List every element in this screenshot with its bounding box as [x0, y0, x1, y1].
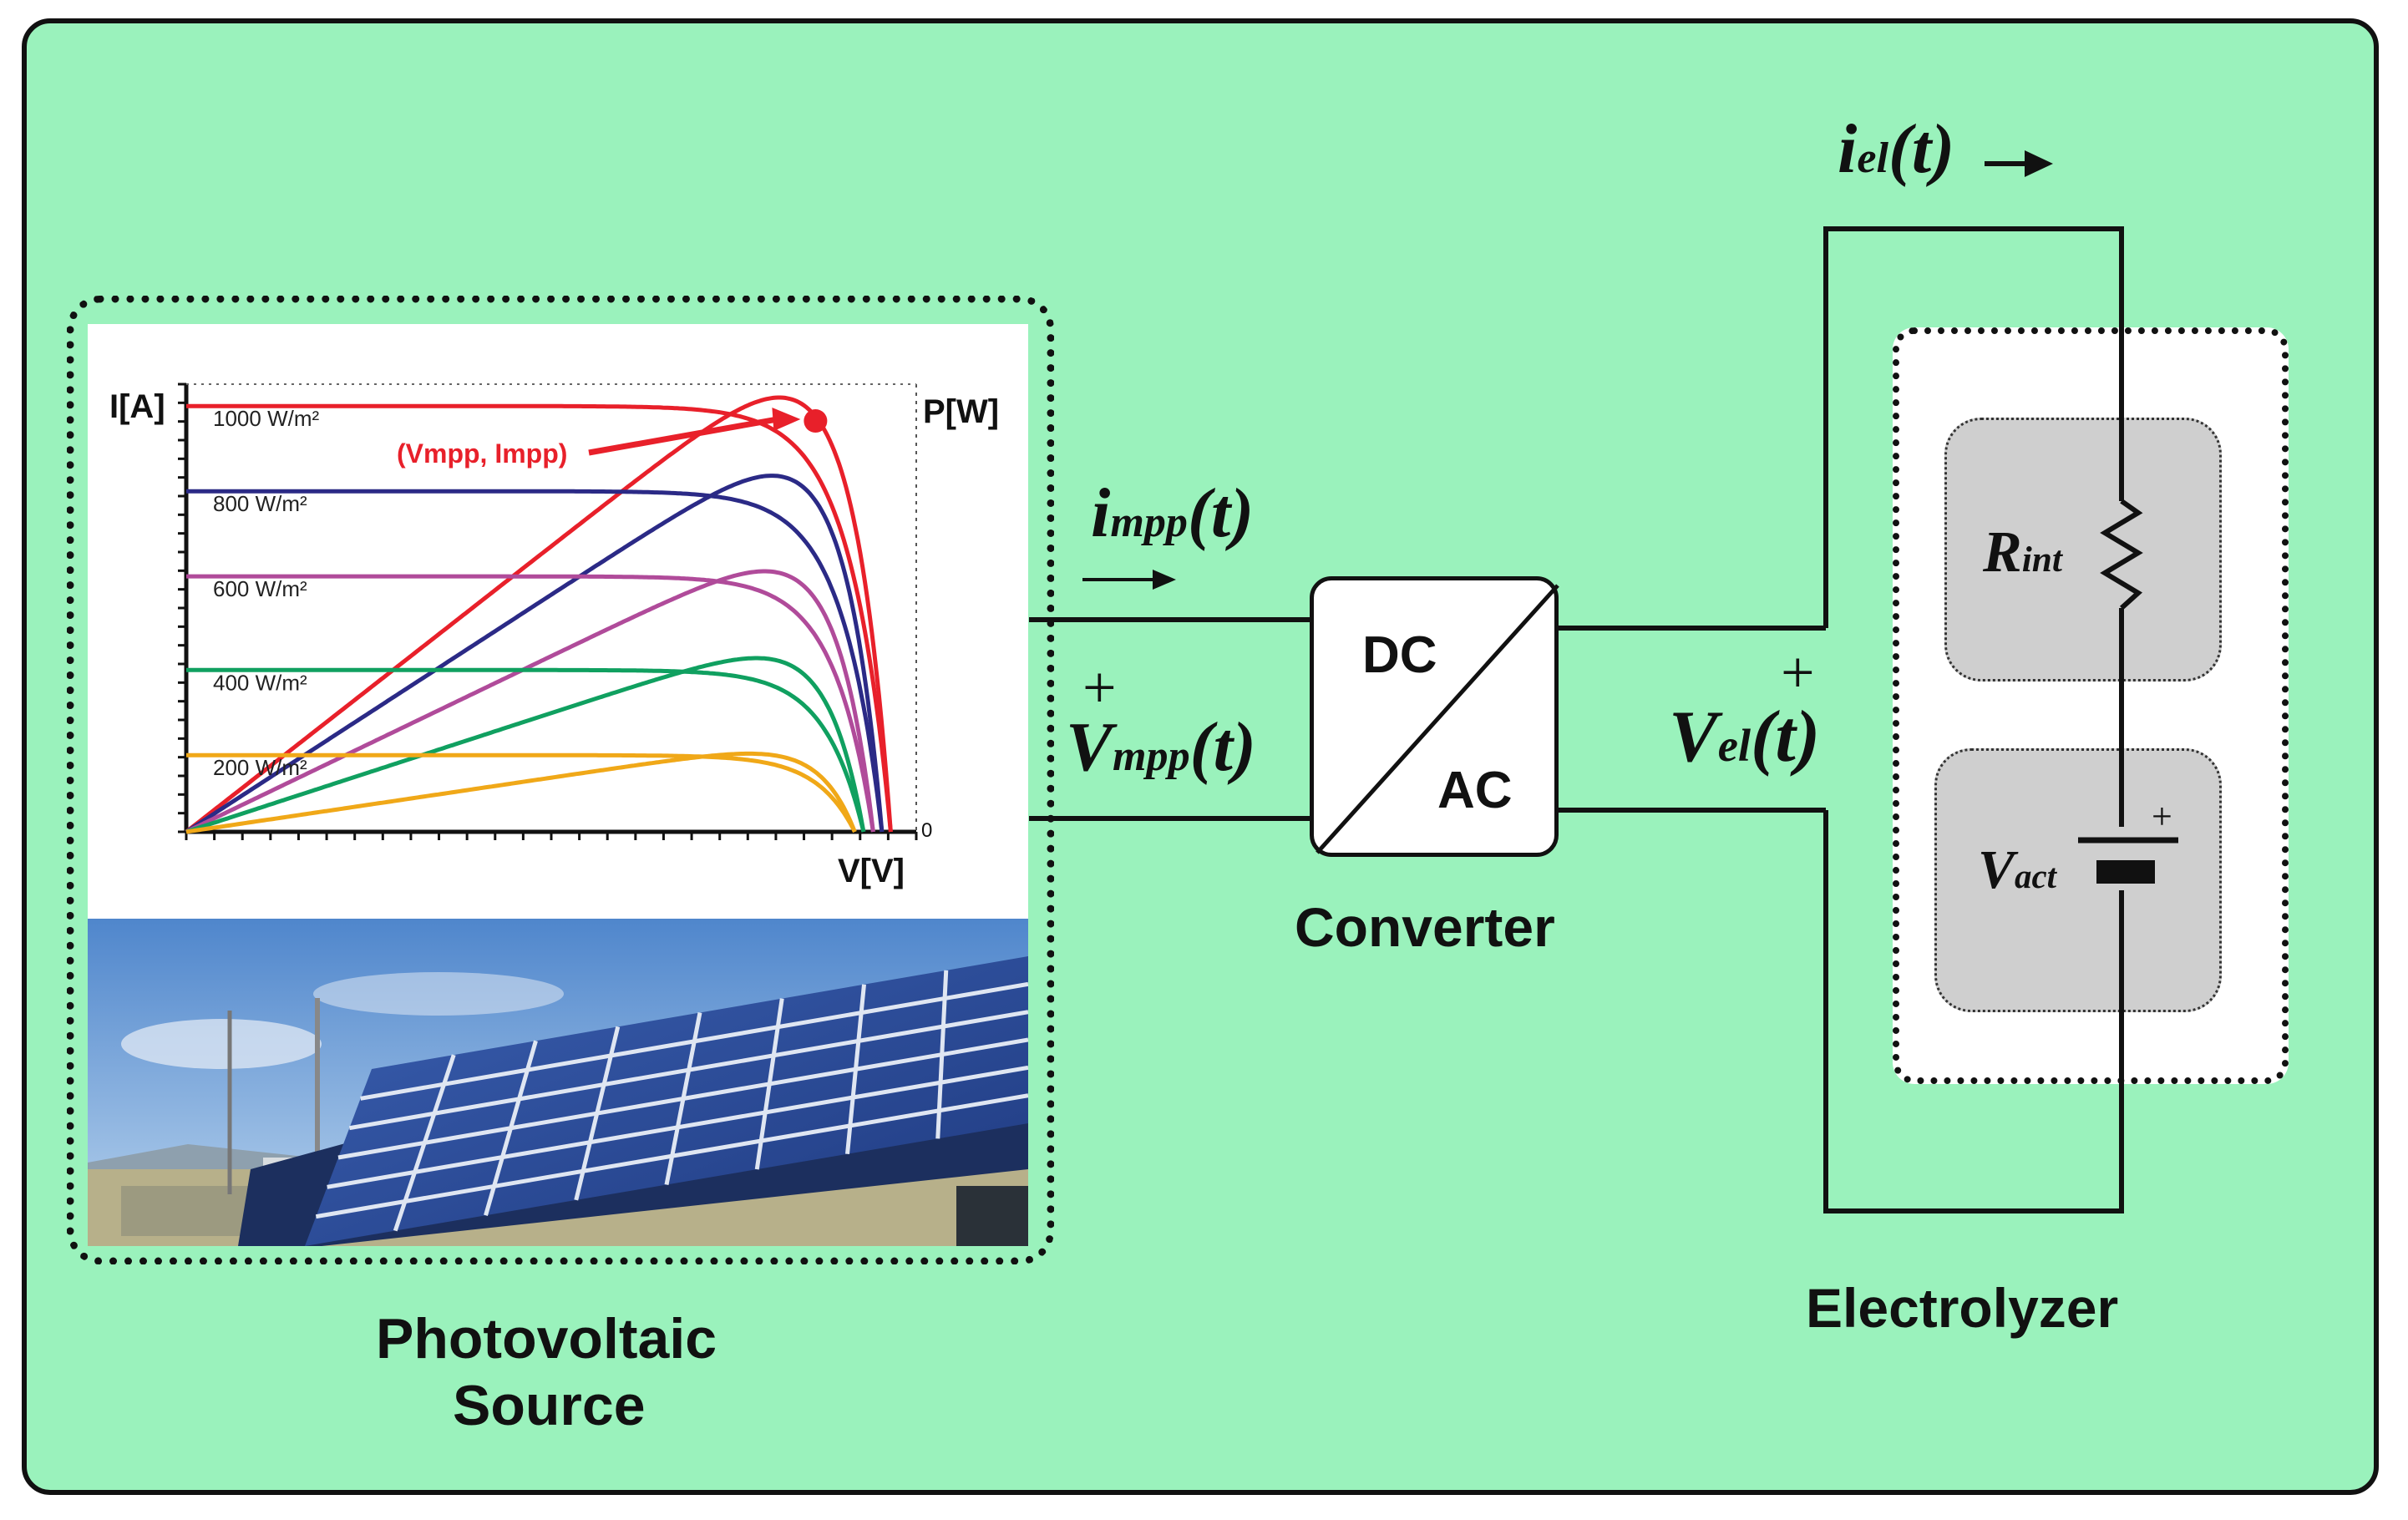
converter-label: Converter: [1295, 896, 1555, 958]
rint-label: Rint: [1983, 520, 2062, 585]
converter-diagonal: [1316, 584, 1559, 854]
series-label-4: 200 W/m²: [213, 755, 307, 780]
dc-ac-converter: DC AC: [1310, 576, 1559, 857]
series-label-2: 600 W/m²: [213, 576, 307, 601]
pv-source-boundary: [67, 296, 1054, 1264]
pv-source-label-line1: Photovoltaic: [376, 1307, 717, 1371]
iv-curve-3: [186, 667, 866, 833]
cell-row-line: [348, 1010, 1028, 1131]
converter-dc-label: DC: [1362, 626, 1437, 684]
vel-label: Vel(t): [1669, 697, 1821, 778]
iv-curve-4: [186, 752, 857, 833]
mpp-marker: [804, 409, 828, 433]
cell-row-line: [360, 981, 1028, 1101]
battery-plus: +: [2152, 796, 2172, 837]
vel-plus: +: [1781, 639, 1815, 706]
pv-curve-0: [185, 395, 893, 833]
iel-label: iel(t): [1838, 110, 1955, 188]
chart-labels: 1000 W/m² 800 W/m² 600 W/m² 400 W/m² 200 W/m…: [109, 388, 999, 889]
y-axis-label: I[A]: [109, 388, 165, 425]
pv-source-label-line2: Source: [453, 1374, 646, 1437]
solar-array-illustration: [88, 919, 1028, 1246]
vmpp-plus: +: [1082, 654, 1117, 721]
zero-label: 0: [921, 819, 932, 842]
chart-series: [185, 395, 893, 834]
iv-curve-2: [186, 574, 875, 833]
impp-label: impp(t): [1091, 474, 1255, 552]
pv-curve-3: [185, 656, 866, 834]
electrolyzer-label: Electrolyzer: [1806, 1277, 2119, 1339]
pv-curve-4: [185, 751, 857, 834]
rint-box: [1944, 418, 2222, 681]
chart-axes: [178, 383, 918, 840]
mpp-arrowhead: [772, 408, 801, 432]
vact-box: [1934, 748, 2222, 1012]
series-label-1: 800 W/m²: [213, 491, 307, 516]
iv-chart-panel: 1000 W/m² 800 W/m² 600 W/m² 400 W/m² 200 W/m…: [88, 324, 1028, 919]
mpp-annotation: (Vmpp, Impp): [397, 438, 567, 469]
vmpp-label: Vmpp(t): [1066, 708, 1256, 786]
iv-curve-0: [186, 403, 893, 833]
series-label-3: 400 W/m²: [213, 670, 307, 695]
cell-row-line: [337, 1037, 1028, 1160]
pv-curve-2: [185, 569, 875, 834]
vact-label: Vact: [1978, 839, 2057, 900]
solar-panel-photo: [88, 919, 1028, 1246]
cell-row-line: [327, 1065, 1028, 1189]
iv-pv-chart: 1000 W/m² 800 W/m² 600 W/m² 400 W/m² 200 W/m…: [109, 383, 999, 889]
arrow-impp: [1082, 570, 1176, 590]
x-axis-label: V[V]: [838, 853, 905, 889]
arrow-iel: [1985, 150, 2053, 177]
iv-curve-1: [186, 489, 885, 833]
cell-row-line: [315, 1093, 1028, 1219]
converter-ac-label: AC: [1437, 762, 1513, 819]
mpp-arrow: [588, 416, 778, 456]
series-label-0: 1000 W/m²: [213, 406, 319, 431]
y2-axis-label: P[W]: [923, 393, 999, 430]
